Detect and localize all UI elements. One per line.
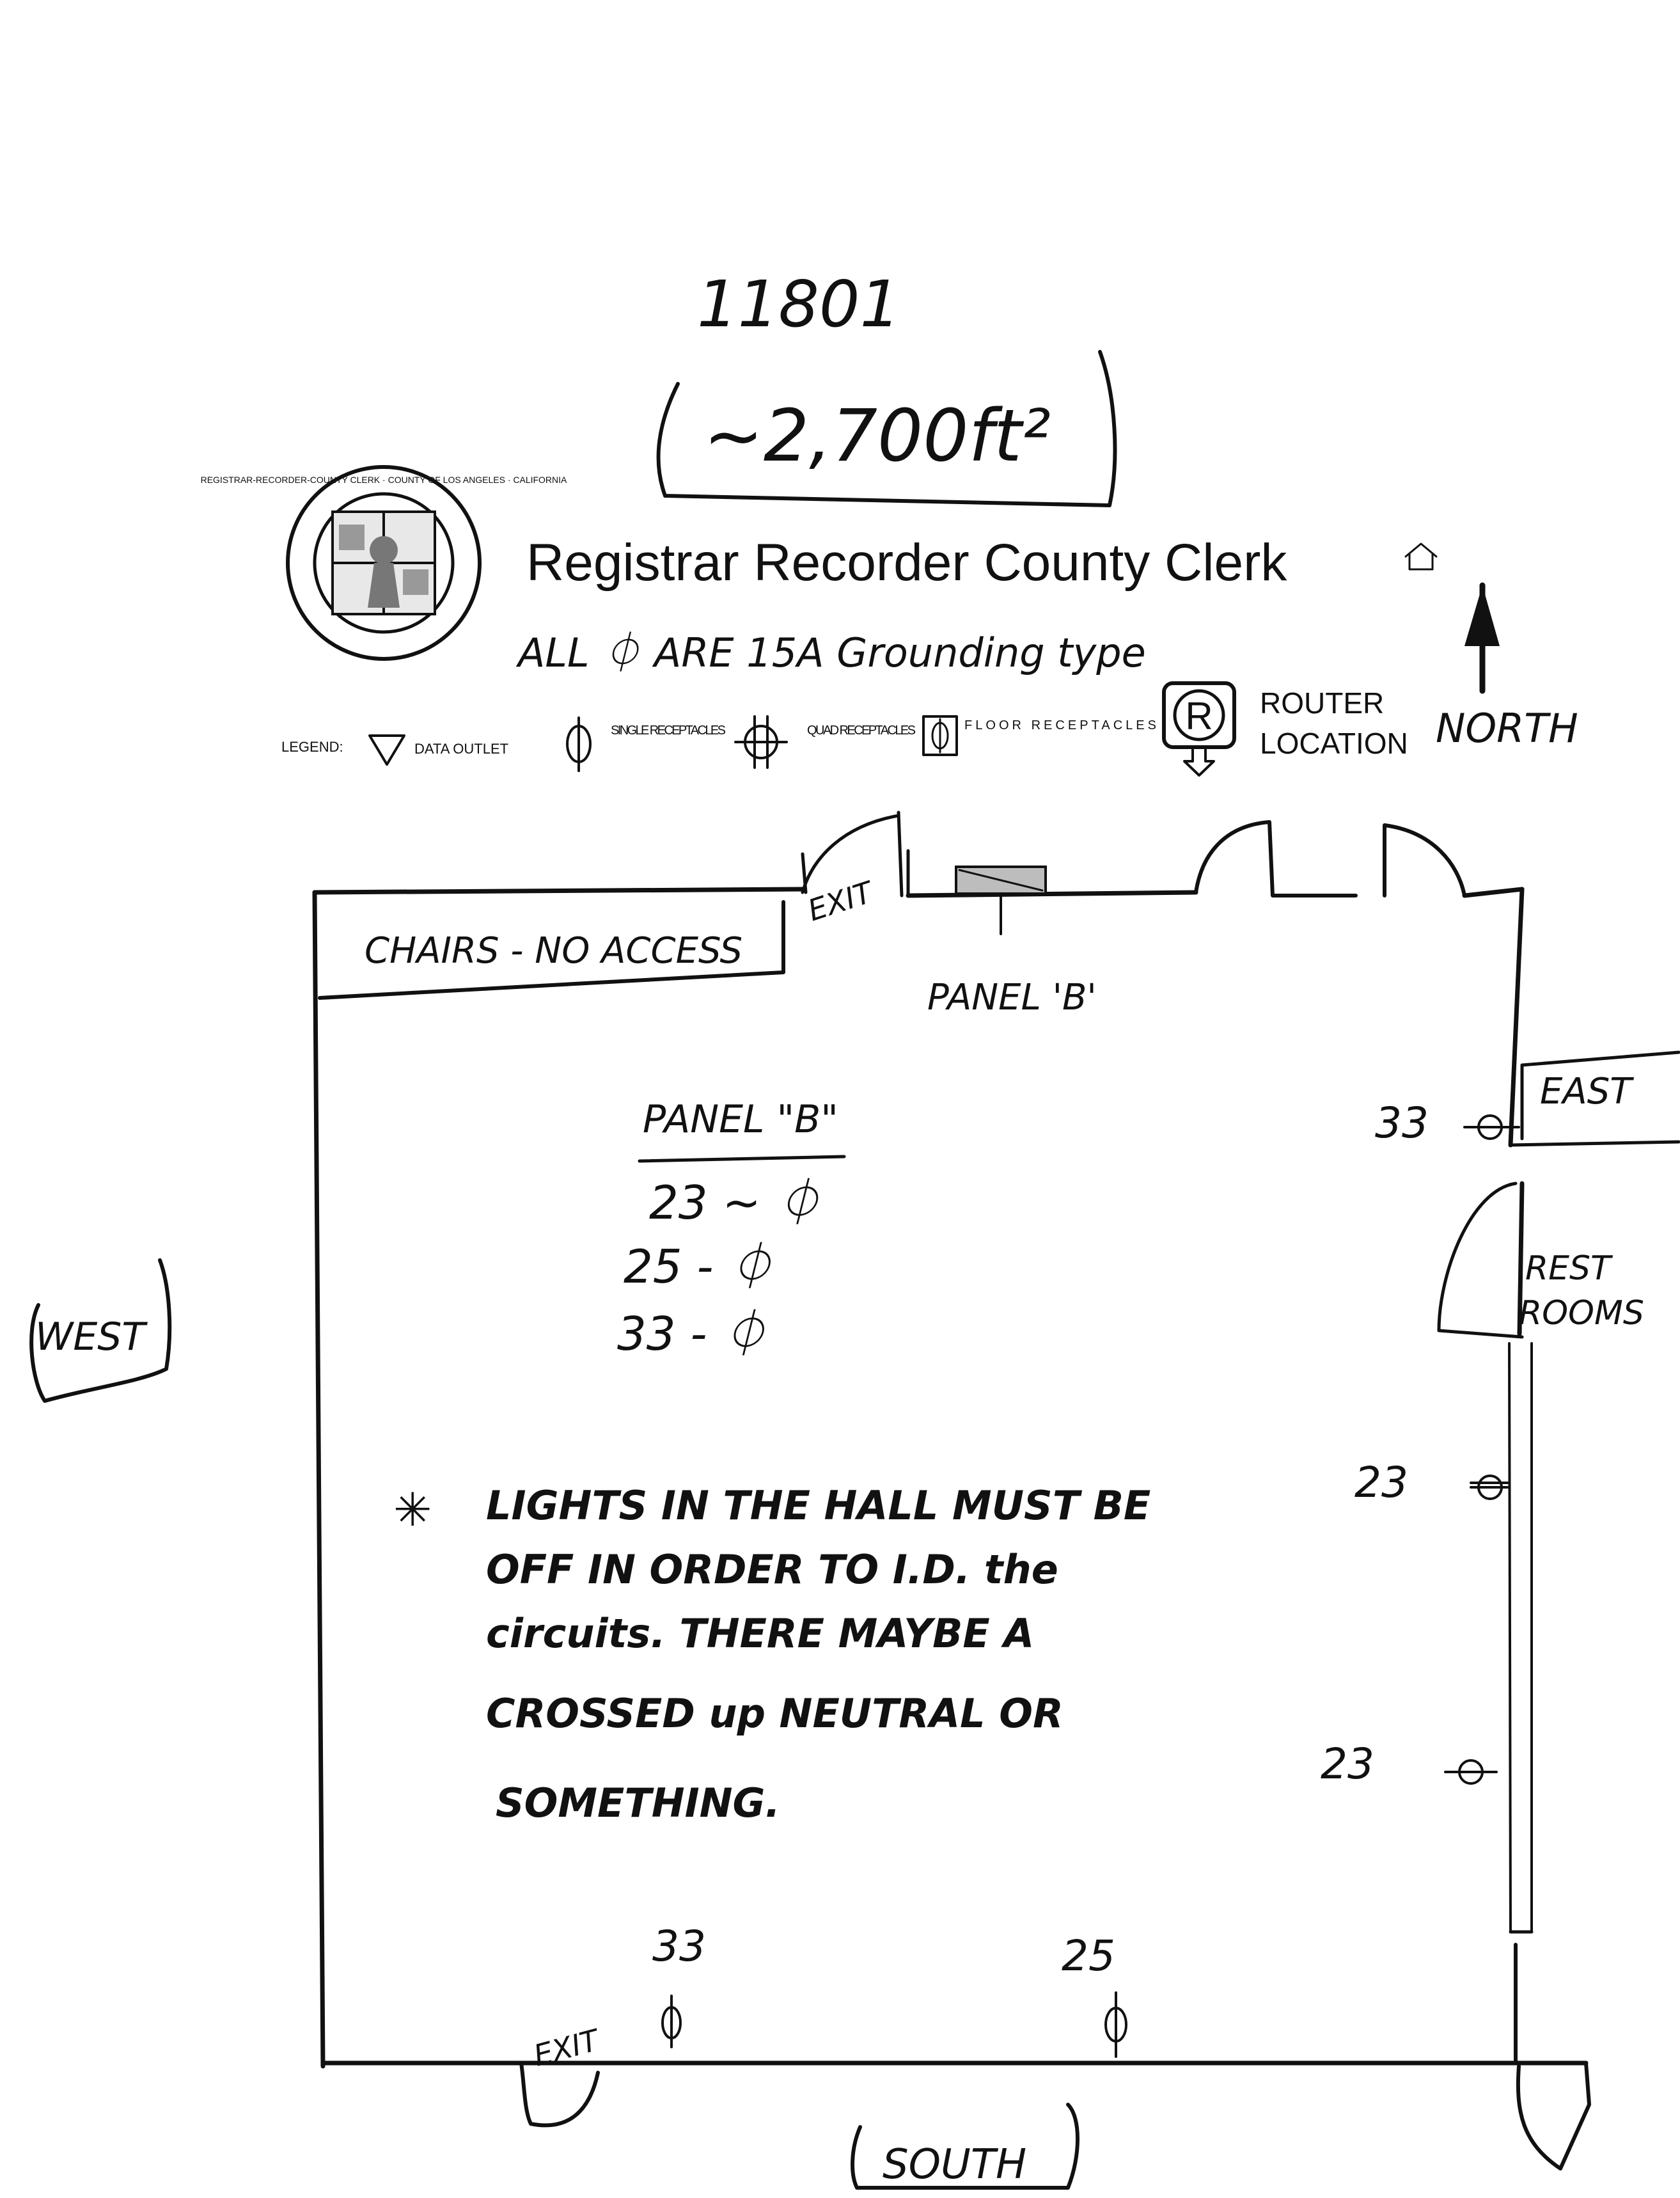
home-icon: [1404, 542, 1438, 571]
job-number: 11801: [697, 267, 900, 342]
north-arrow-icon: [1464, 582, 1500, 694]
router-icon: [1162, 681, 1236, 777]
circuit-label-23-east-upper: 23: [1354, 1458, 1408, 1507]
receptacle-note: ALL ⏀ ARE 15A Grounding type: [515, 629, 1146, 676]
receptacle-east-23-upper: 23: [1354, 1458, 1511, 1507]
area-label: ~2,700ft²: [703, 395, 1051, 478]
note-line-4: CROSSED up NEUTRAL OR: [486, 1690, 1064, 1737]
receptacle-south-25: 25: [1062, 1931, 1127, 2058]
single-receptacle-icon: [566, 716, 592, 772]
exit-south-label: EXIT: [530, 2022, 605, 2073]
legend-label: LEGEND:: [281, 739, 343, 755]
east-label: EAST: [1540, 1071, 1634, 1112]
circuit-label-25-south: 25: [1062, 1931, 1115, 1981]
legend-floor-receptacles: FLOOR RECEPTACLES: [964, 718, 1156, 732]
receptacle-east-23-lower: 23: [1321, 1739, 1498, 1789]
note-line-5: SOMETHING.: [496, 1780, 780, 1826]
restrooms-label-line2: ROOMS: [1519, 1294, 1644, 1332]
legend-quad-receptacles: QUAD RECEPTACLES: [807, 723, 916, 738]
circuit-label-33-east: 33: [1375, 1098, 1429, 1148]
circuit-label-23-east-lower: 23: [1321, 1739, 1374, 1789]
receptacle-east-33: 33: [1375, 1098, 1520, 1148]
west-label: WEST: [35, 1315, 148, 1359]
panel-entry-25: 25 - ⏀: [624, 1240, 774, 1293]
legend-router-line2: LOCATION: [1260, 727, 1408, 760]
floor-receptacle-icon: [922, 715, 958, 756]
north-label: NORTH: [1436, 705, 1578, 752]
area-bracket: [656, 350, 1117, 507]
note-line-1: LIGHTS IN THE HALL MUST BE: [486, 1482, 1150, 1529]
county-seal-icon: [286, 465, 482, 661]
seal-text: REGISTRAR-RECORDER-COUNTY CLERK · COUNTY…: [201, 475, 567, 485]
legend-data-outlet: DATA OUTLET: [414, 741, 508, 757]
south-label: SOUTH: [883, 2141, 1026, 2188]
panel-entry-23: 23 ~ ⏀: [649, 1176, 822, 1229]
note-line-2: OFF IN ORDER TO I.D. the: [486, 1546, 1058, 1593]
building-outline: [312, 810, 1680, 2170]
panel-list-underline: [638, 1155, 846, 1163]
note-line-3: circuits. THERE MAYBE A: [486, 1610, 1034, 1657]
legend-router-line1: ROUTER: [1260, 686, 1384, 720]
exit-north-label: EXIT: [804, 874, 879, 928]
panel-list-title: PANEL "B": [643, 1097, 838, 1142]
router-symbol: R: [1185, 695, 1213, 738]
west-box: [29, 1258, 172, 1403]
quad-receptacle-icon: [734, 715, 788, 769]
panel-b-label: PANEL 'B': [927, 977, 1097, 1018]
restrooms-label-line1: REST: [1525, 1249, 1613, 1288]
panel-b-box: [955, 866, 1047, 935]
panel-entry-33: 33 - ⏀: [617, 1307, 767, 1361]
agency-title: Registrar Recorder County Clerk: [526, 534, 1287, 592]
note-marker: ✳: [393, 1483, 432, 1537]
legend-single-receptacles: SINGLE RECEPTACLES: [611, 723, 726, 738]
receptacle-south-33: 33: [652, 1922, 706, 2048]
data-outlet-icon: [368, 734, 405, 766]
chairs-area-label: CHAIRS - NO ACCESS: [365, 930, 742, 972]
south-box: [851, 2103, 1079, 2190]
circuit-label-33-south: 33: [652, 1922, 706, 1971]
